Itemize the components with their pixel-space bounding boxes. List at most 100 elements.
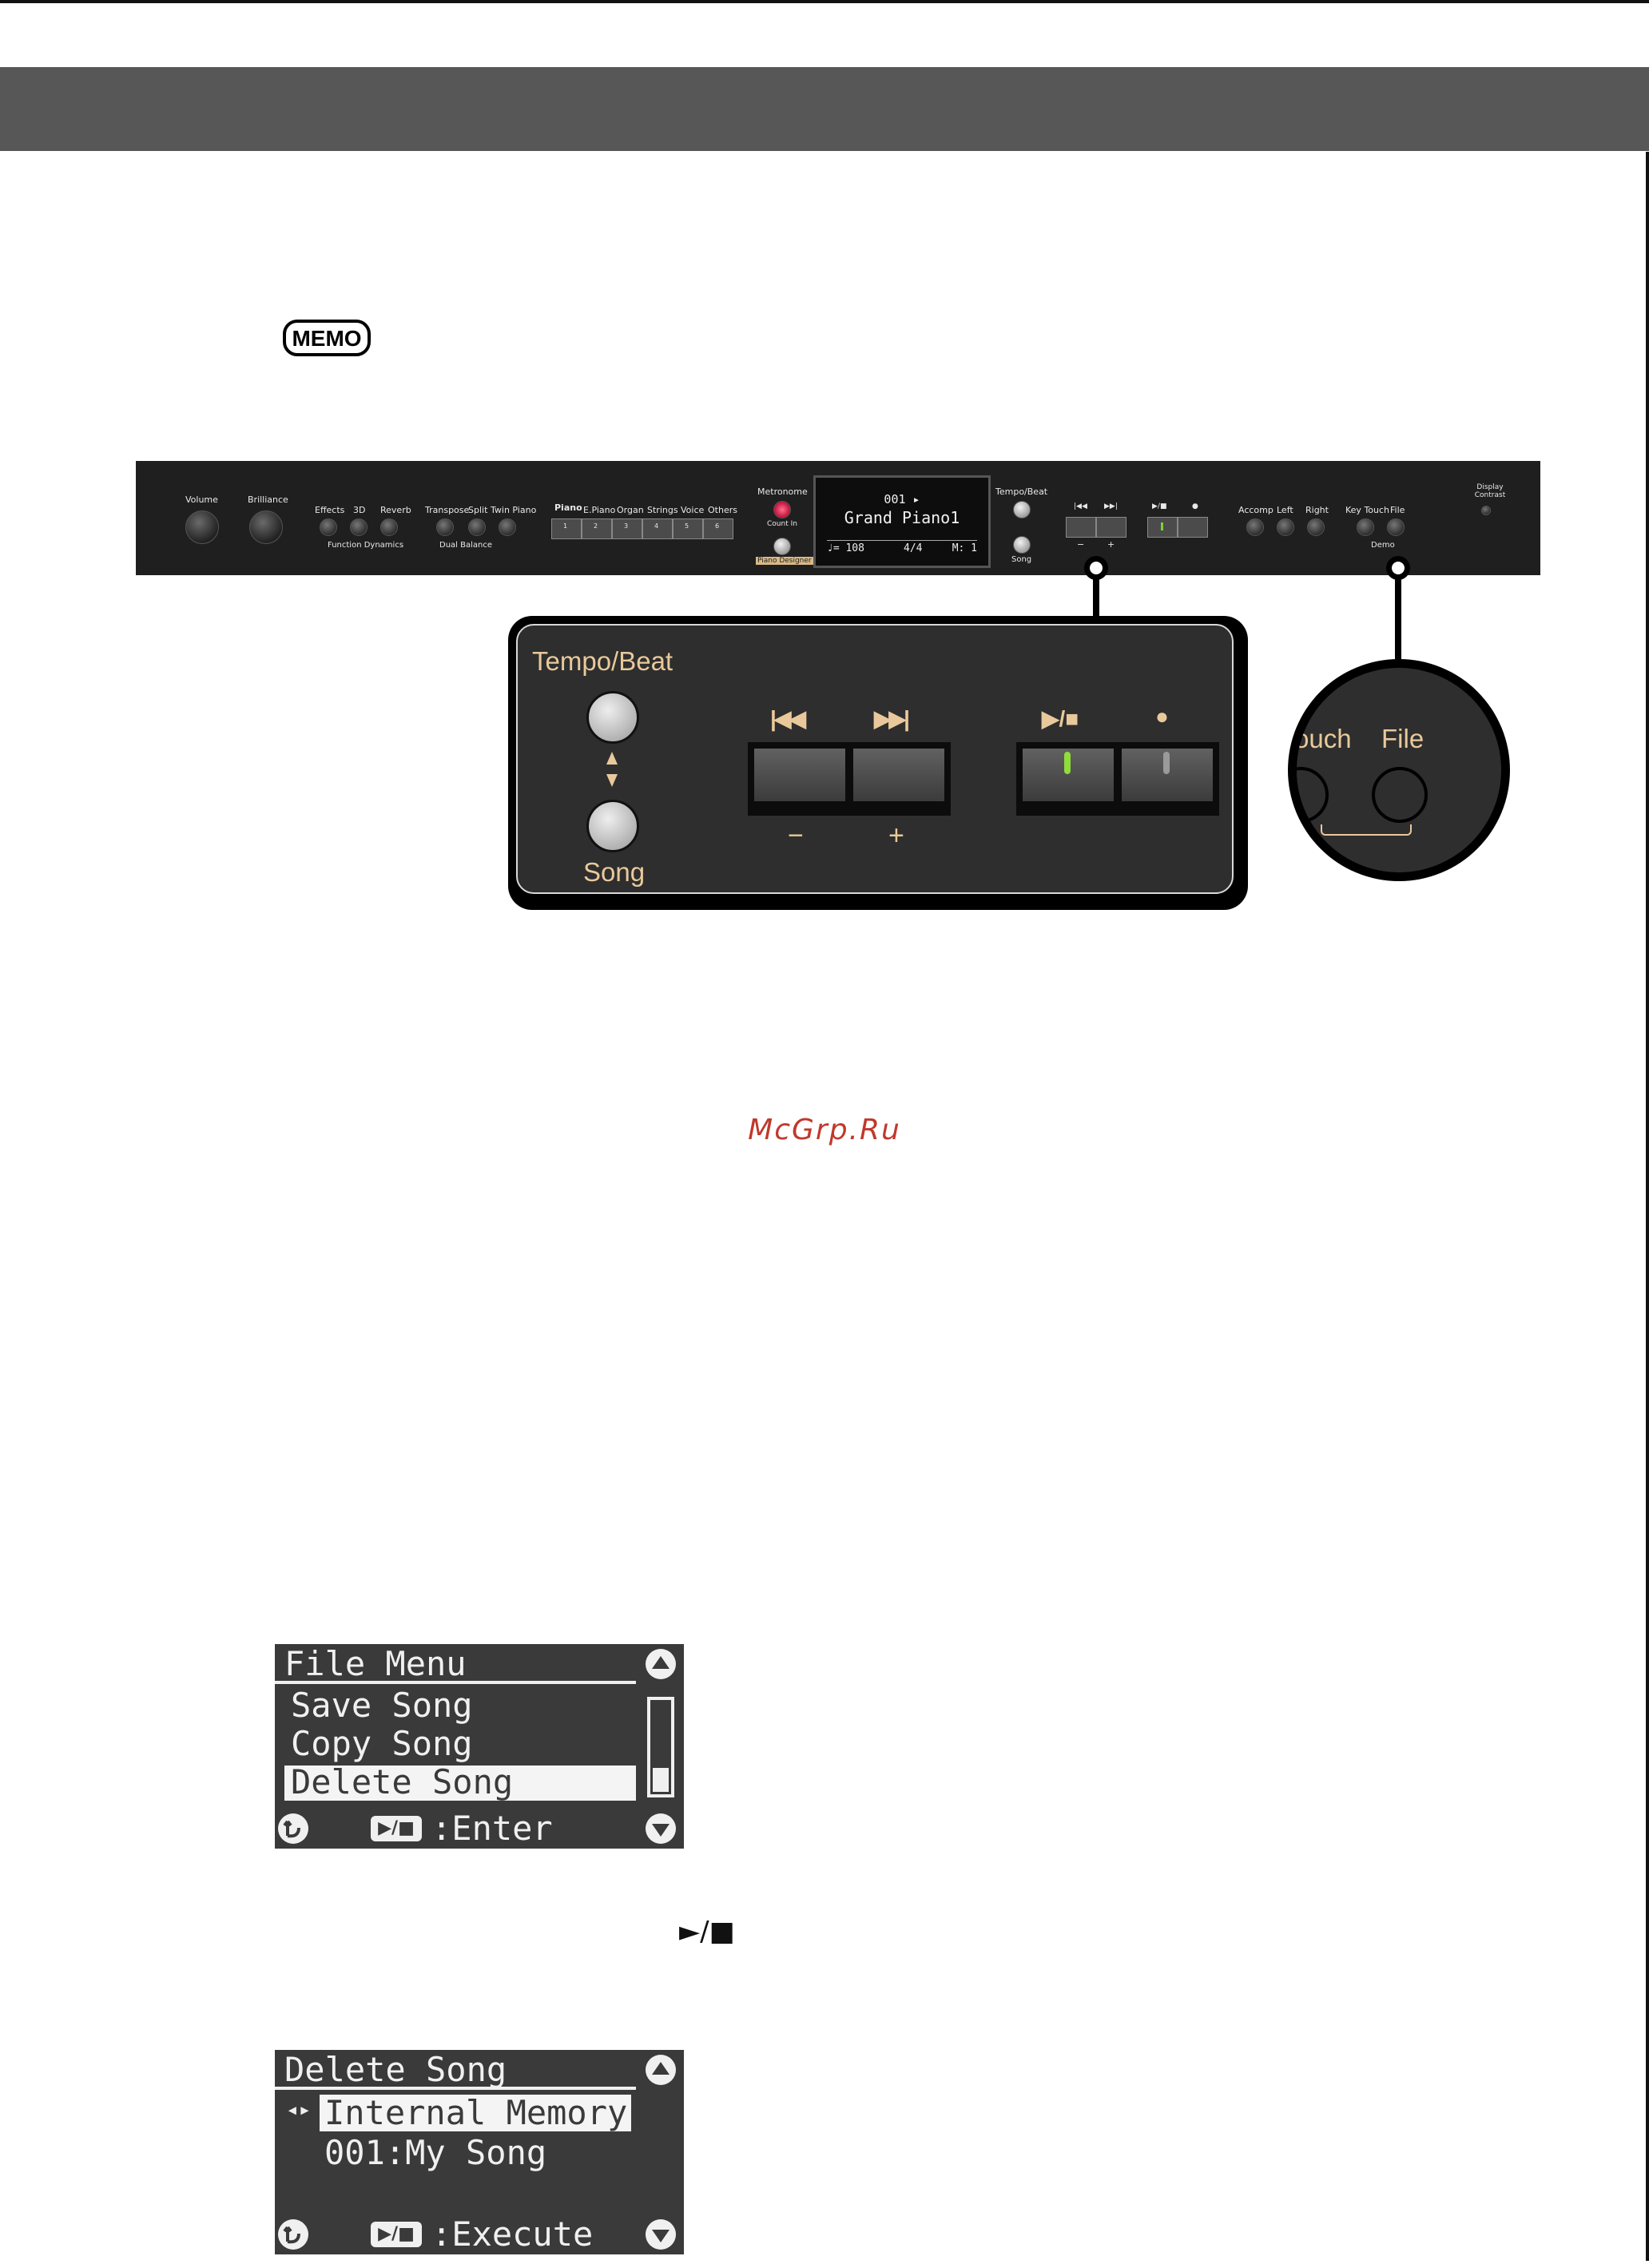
tone-others-label: Others xyxy=(708,505,737,515)
scroll-down-icon xyxy=(646,1813,676,1844)
zoom-key-touch-knob[interactable] xyxy=(1297,767,1329,823)
function-dynamics-label: Function Dynamics xyxy=(328,541,404,550)
panel-rec-symbol: ● xyxy=(1192,502,1198,510)
panel-rew-button[interactable] xyxy=(1066,517,1096,538)
left-button[interactable] xyxy=(1277,518,1294,536)
transport-zoom-inner: Tempo/Beat Song |◀◀ ▶▶| − + ▶/■ ● xyxy=(516,624,1234,894)
panel-rew-symbol: |◀◀ xyxy=(1074,502,1087,510)
zoom-demo-bracket xyxy=(1321,824,1412,836)
panel-minus: − xyxy=(1077,539,1085,550)
split-button[interactable] xyxy=(468,518,486,536)
accomp-button[interactable] xyxy=(1246,518,1264,536)
zoom-rec-symbol: ● xyxy=(1155,704,1169,729)
effects-button[interactable] xyxy=(320,518,337,536)
tone-button-3[interactable]: 3 xyxy=(612,518,642,539)
song-entry[interactable]: 001:My Song xyxy=(324,2133,547,2172)
zoom-rec-button[interactable] xyxy=(1120,747,1214,803)
zoom-file-label: File xyxy=(1381,724,1424,753)
metronome-label: Metronome xyxy=(757,487,808,497)
top-rule xyxy=(0,0,1649,3)
twin-piano-button[interactable] xyxy=(499,518,516,536)
tone-button-5[interactable]: 5 xyxy=(673,518,703,539)
reverb-button[interactable] xyxy=(380,518,398,536)
page-edge-rule xyxy=(1646,152,1649,2261)
zoom-rew-button[interactable] xyxy=(753,747,847,803)
reverb-label: Reverb xyxy=(380,505,411,515)
menu-item-copy-song[interactable]: Copy Song xyxy=(291,1724,473,1763)
key-touch-button[interactable] xyxy=(1357,518,1374,536)
effects-label: Effects xyxy=(315,505,345,515)
zoom-plus-label: + xyxy=(888,820,904,851)
panel-rec-button[interactable] xyxy=(1178,517,1208,538)
transpose-label: Transpose xyxy=(425,505,470,515)
twin-piano-label: Twin Piano xyxy=(491,505,537,515)
tone-voice-label: Voice xyxy=(681,505,705,515)
tone-organ-label: Organ xyxy=(617,505,644,515)
brilliance-knob[interactable] xyxy=(249,510,283,544)
play-stop-button-icon: ▶/■ xyxy=(371,1816,422,1841)
memory-highlight xyxy=(320,2095,631,2131)
display-beat: 4/4 xyxy=(904,542,923,554)
display-contrast-knob[interactable] xyxy=(1481,506,1491,515)
zoom-ff-symbol: ▶▶| xyxy=(874,706,910,731)
tone-button-4[interactable]: 4 xyxy=(642,518,673,539)
key-touch-label: Key Touch xyxy=(1345,505,1390,515)
panel-tempo-beat-label: Tempo/Beat xyxy=(995,487,1048,497)
panel-tempo-beat-button[interactable] xyxy=(1013,501,1031,518)
display-measure: M: 1 xyxy=(952,542,977,554)
scroll-up-icon xyxy=(646,1649,676,1679)
footer-enter-text: :Enter xyxy=(431,1809,553,1848)
zoom-rew-symbol: |◀◀ xyxy=(770,706,806,731)
left-label: Left xyxy=(1277,505,1293,515)
panel-song-button[interactable] xyxy=(1013,536,1031,554)
piano-designer-button[interactable] xyxy=(773,538,791,555)
back-icon xyxy=(278,1813,308,1844)
play-stop-button-icon: ▶/■ xyxy=(371,2222,422,2247)
tone-button-2[interactable]: 2 xyxy=(582,518,612,539)
transpose-button[interactable] xyxy=(436,518,454,536)
panel-ff-symbol: ▶▶| xyxy=(1104,502,1118,510)
zoom-key-touch-partial-label: ouch xyxy=(1297,724,1352,753)
volume-knob[interactable] xyxy=(185,510,219,544)
panel-file-button[interactable] xyxy=(1387,518,1405,536)
connector-line-file xyxy=(1395,569,1401,663)
panel-display: 001 ▸ Grand Piano1 ♩= 108 4/4 M: 1 xyxy=(813,475,991,568)
zoom-play-rec-keys xyxy=(1016,742,1219,816)
zoom-minus-label: − xyxy=(788,820,804,851)
3d-button[interactable] xyxy=(350,518,368,536)
scrollbar-thumb[interactable] xyxy=(653,1768,669,1792)
section-header-band xyxy=(0,67,1649,151)
tone-epiano-label: E.Piano xyxy=(583,505,616,515)
zoom-rew-ff-keys xyxy=(748,742,951,816)
3d-label: 3D xyxy=(353,505,366,515)
rec-led xyxy=(1163,752,1170,774)
delete-song-screen: Delete Song ◂▸ Internal Memory 001:My So… xyxy=(275,2050,684,2254)
panel-play-stop-button[interactable] xyxy=(1147,517,1178,538)
file-button-zoom-circle: ouch File xyxy=(1288,659,1510,881)
delete-song-title: Delete Song xyxy=(284,2050,507,2089)
demo-label: Demo xyxy=(1371,541,1395,550)
panel-ff-button[interactable] xyxy=(1096,517,1126,538)
connector-dot-file xyxy=(1386,556,1410,580)
tone-button-1[interactable]: 1 xyxy=(551,518,582,539)
zoom-play-stop-button[interactable] xyxy=(1021,747,1115,803)
panel-play-stop-symbol: ▶/■ xyxy=(1152,502,1167,510)
zoom-ff-button[interactable] xyxy=(852,747,946,803)
accomp-label: Accomp xyxy=(1238,505,1274,515)
metronome-button[interactable] xyxy=(773,501,791,518)
internal-memory-option[interactable]: Internal Memory xyxy=(324,2093,628,2132)
zoom-song-button[interactable] xyxy=(586,800,639,852)
menu-item-delete-song[interactable]: Delete Song xyxy=(291,1762,514,1801)
play-led xyxy=(1064,752,1071,774)
tone-button-6[interactable]: 6 xyxy=(703,518,733,539)
scrollbar[interactable] xyxy=(647,1697,674,1797)
footer-execute-text: :Execute xyxy=(431,2214,594,2254)
right-button[interactable] xyxy=(1307,518,1325,536)
menu-item-save-song[interactable]: Save Song xyxy=(291,1686,473,1725)
connector-line-transport xyxy=(1093,569,1099,618)
instrument-panel: Volume Brilliance Effects 3D Reverb Func… xyxy=(136,461,1540,575)
selector-arrow-icon: ◂▸ xyxy=(286,2098,312,2122)
zoom-file-knob[interactable] xyxy=(1372,767,1428,823)
display-tempo: ♩= 108 xyxy=(827,542,864,554)
zoom-tempo-beat-button[interactable] xyxy=(586,691,639,744)
